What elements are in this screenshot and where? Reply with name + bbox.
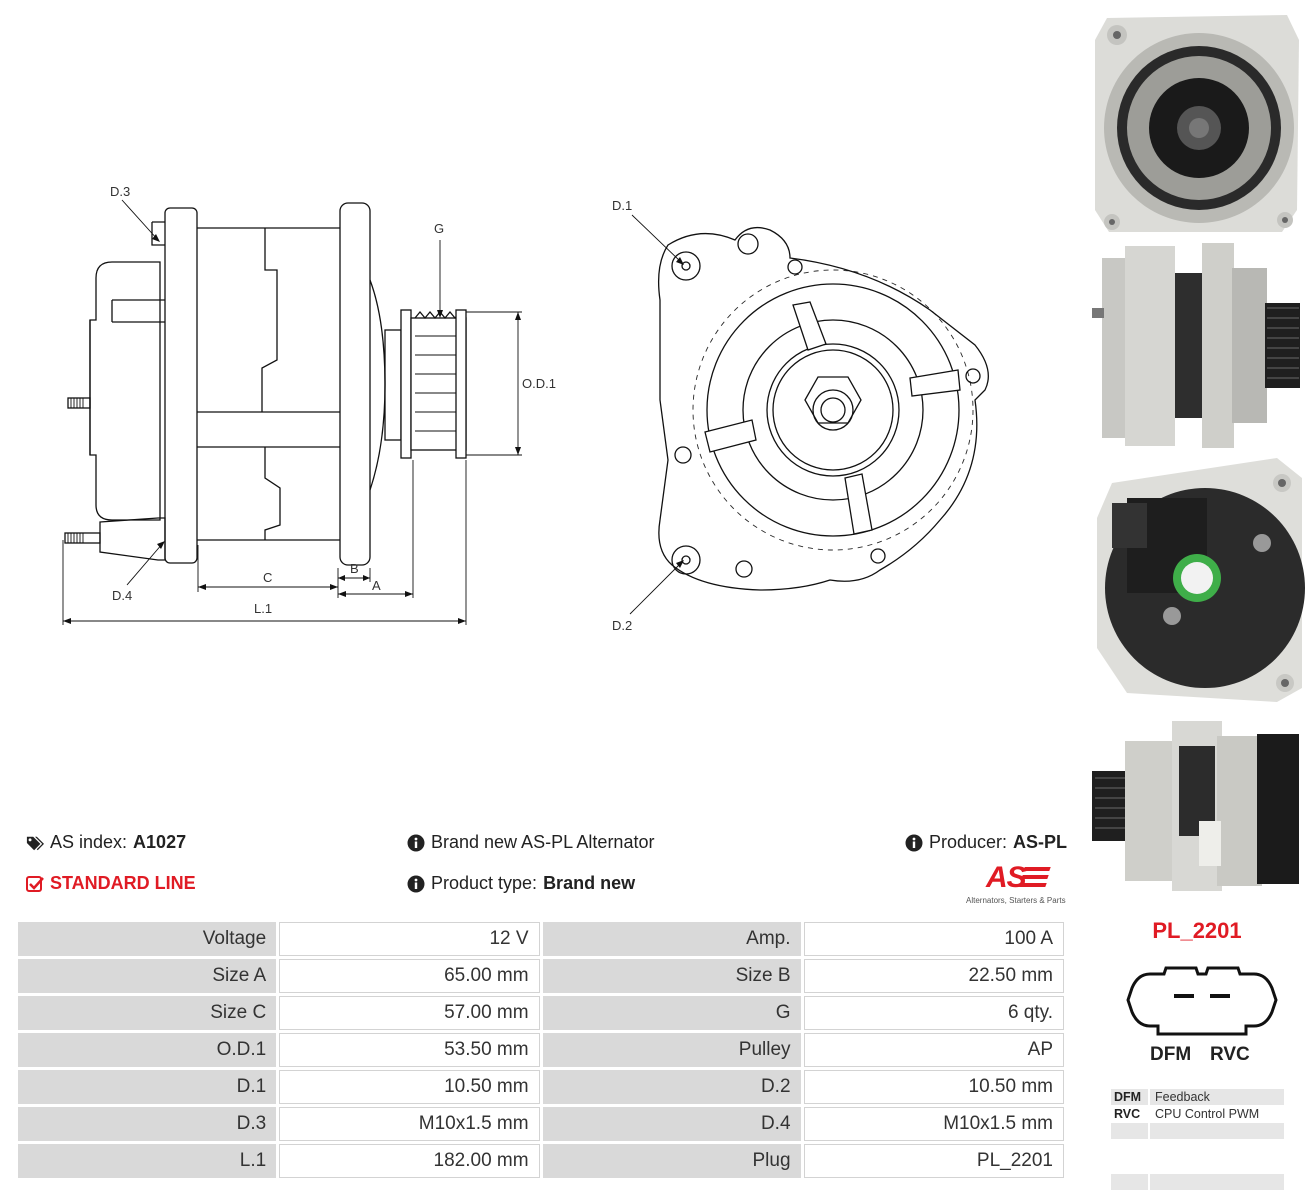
spec-key: Size B bbox=[542, 959, 801, 993]
spec-key: Voltage bbox=[18, 922, 277, 956]
label-d3: D.3 bbox=[110, 184, 130, 199]
legend-key: RVC bbox=[1111, 1106, 1148, 1122]
spec-key: D.2 bbox=[542, 1070, 801, 1104]
tags-icon bbox=[26, 834, 44, 852]
label-od1: O.D.1 bbox=[522, 376, 556, 391]
legend-row bbox=[1111, 1157, 1284, 1173]
brand-text: Brand new AS-PL Alternator bbox=[431, 832, 655, 852]
legend-desc: CPU Control PWM bbox=[1150, 1106, 1284, 1122]
spec-key: Pulley bbox=[542, 1033, 801, 1067]
spec-value: 6 qty. bbox=[803, 996, 1064, 1030]
spec-key: O.D.1 bbox=[18, 1033, 277, 1067]
spec-value: 10.50 mm bbox=[803, 1070, 1064, 1104]
spec-value: 100 A bbox=[803, 922, 1064, 956]
product-type: Product type: Brand new bbox=[407, 873, 635, 894]
plug-code: PL_2201 bbox=[1152, 918, 1242, 943]
legend-row bbox=[1111, 1140, 1284, 1156]
spec-key: Size A bbox=[18, 959, 277, 993]
legend-desc: Feedback bbox=[1150, 1089, 1284, 1105]
spec-value: M10x1.5 mm bbox=[803, 1107, 1064, 1141]
spec-value: 22.50 mm bbox=[803, 959, 1064, 993]
label-a: A bbox=[372, 578, 381, 593]
standard-line-label: STANDARD LINE bbox=[50, 873, 196, 893]
legend-key: DFM bbox=[1111, 1089, 1148, 1105]
front-view-drawing: D.1 D.2 bbox=[612, 198, 989, 633]
label-g: G bbox=[434, 221, 444, 236]
spec-value: 53.50 mm bbox=[279, 1033, 540, 1067]
as-logo-mark: AS bbox=[986, 861, 1027, 894]
as-index-label: AS index: bbox=[50, 832, 128, 852]
checkbox-icon bbox=[26, 875, 44, 893]
photo-rear bbox=[1097, 458, 1305, 702]
producer-value: AS-PL bbox=[1013, 832, 1068, 852]
product-type-value: Brand new bbox=[543, 873, 636, 893]
spec-value: M10x1.5 mm bbox=[279, 1107, 540, 1141]
info-icon bbox=[407, 875, 425, 893]
standard-line: STANDARD LINE bbox=[26, 873, 196, 894]
spec-key: G bbox=[542, 996, 801, 1030]
spec-key: Size C bbox=[18, 996, 277, 1030]
label-c: C bbox=[263, 570, 272, 585]
producer: Producer: AS-PL bbox=[905, 832, 1067, 853]
plug-connector-icon bbox=[1126, 966, 1278, 1036]
label-l1: L.1 bbox=[254, 601, 272, 616]
spec-value: 10.50 mm bbox=[279, 1070, 540, 1104]
label-d4: D.4 bbox=[112, 588, 132, 603]
photo-front bbox=[1095, 15, 1299, 232]
label-b: B bbox=[350, 561, 359, 576]
plug-pin-rvc: RVC bbox=[1210, 1044, 1250, 1065]
spec-value: 12 V bbox=[279, 922, 540, 956]
plug-legend: DFM Feedback RVC CPU Control PWM bbox=[1111, 1089, 1284, 1191]
legend-row bbox=[1111, 1123, 1284, 1139]
spec-key: D.4 bbox=[542, 1107, 801, 1141]
info-icon bbox=[407, 834, 425, 852]
spec-value: 182.00 mm bbox=[279, 1144, 540, 1178]
spec-value: AP bbox=[803, 1033, 1064, 1067]
spec-value: 65.00 mm bbox=[279, 959, 540, 993]
legend-row: RVC CPU Control PWM bbox=[1111, 1106, 1284, 1122]
brand-info: Brand new AS-PL Alternator bbox=[407, 832, 654, 853]
product-type-label: Product type: bbox=[431, 873, 538, 893]
spec-value: 57.00 mm bbox=[279, 996, 540, 1030]
plug-pin-dfm: DFM bbox=[1150, 1044, 1192, 1065]
producer-label: Producer: bbox=[929, 832, 1008, 852]
as-logo-tagline: Alternators, Starters & Parts bbox=[966, 896, 1066, 905]
photo-side bbox=[1092, 243, 1300, 448]
spec-key: D.3 bbox=[18, 1107, 277, 1141]
spec-key: L.1 bbox=[18, 1144, 277, 1178]
spec-key: D.1 bbox=[18, 1070, 277, 1104]
as-logo: AS Alternators, Starters & Parts bbox=[962, 862, 1070, 908]
spec-value: PL_2201 bbox=[803, 1144, 1064, 1178]
legend-row: DFM Feedback bbox=[1111, 1089, 1284, 1105]
legend-row bbox=[1111, 1174, 1284, 1190]
photo-side-2 bbox=[1092, 721, 1299, 891]
spec-key: Amp. bbox=[542, 922, 801, 956]
as-index-value: A1027 bbox=[133, 832, 187, 852]
info-icon bbox=[905, 834, 923, 852]
label-d2: D.2 bbox=[612, 618, 632, 633]
side-view-drawing: O.D.1 G D.3 D.4 C B A L.1 bbox=[62, 184, 556, 625]
label-d1: D.1 bbox=[612, 198, 632, 213]
spec-key: Plug bbox=[542, 1144, 801, 1178]
as-index: AS index: A1027 bbox=[26, 832, 186, 853]
